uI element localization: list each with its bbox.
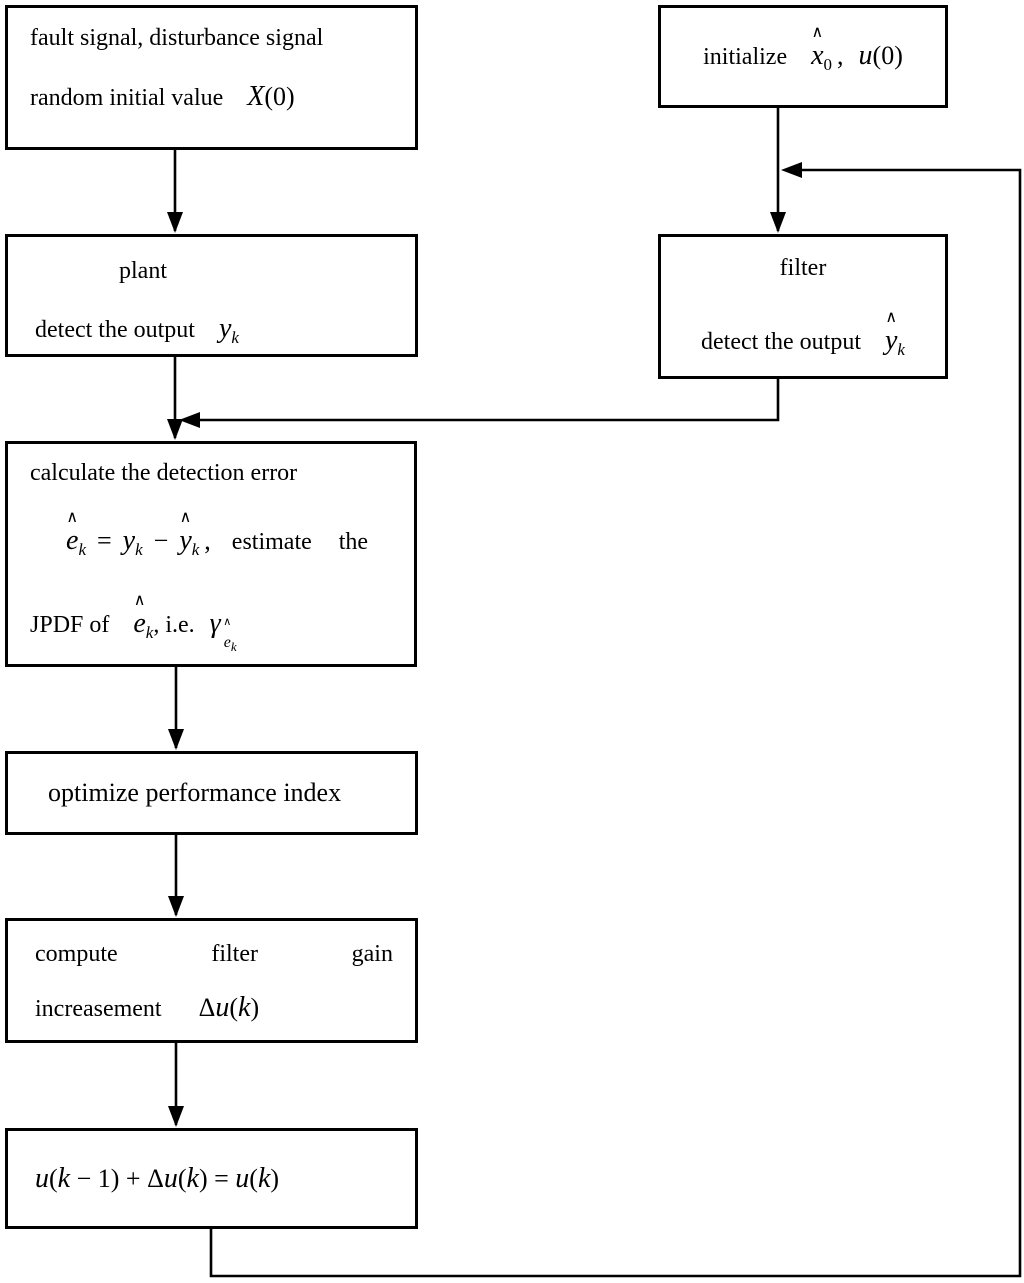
math-y-var: y xyxy=(122,525,136,556)
math-y-var: y xyxy=(884,325,898,356)
fault-line1: fault signal, disturbance signal xyxy=(30,25,324,51)
arrow-optimize-to-compute xyxy=(168,835,184,917)
math-y-sub: k xyxy=(897,339,905,359)
hat-accent-icon: ∧ xyxy=(811,24,824,42)
math-x-var: x xyxy=(811,40,824,72)
math-yhat-wrap: ∧y xyxy=(884,310,898,356)
initialize-line: initialize ∧x0, u(0) xyxy=(703,25,903,79)
equals-sign: = xyxy=(96,526,112,555)
optimize-label: optimize performance index xyxy=(48,778,342,807)
compute-line1: compute filter gain xyxy=(35,940,393,968)
box-detection-error: calculate the detection error ∧ek=yk−∧yk… xyxy=(5,441,417,667)
math-ehat-wrap: ∧e xyxy=(133,592,146,639)
math-gamma-sub: ∧ek xyxy=(223,616,237,661)
rparen: ) xyxy=(270,1163,280,1193)
math-u-var: u xyxy=(35,1162,49,1194)
box-fault-signal: fault signal, disturbance signal random … xyxy=(5,5,418,150)
math-e-sub: k xyxy=(145,622,154,642)
arrow-calculate-to-optimize xyxy=(168,667,184,750)
arrow-fault-to-plant xyxy=(167,150,183,233)
connector-filter-to-junction xyxy=(179,378,780,428)
comma: , xyxy=(837,41,844,71)
math-yhat-wrap: ∧y xyxy=(179,510,192,556)
fault-line2-text: random initial value xyxy=(30,85,224,111)
hat-accent-icon: ∧ xyxy=(223,615,232,628)
hat-accent-icon: ∧ xyxy=(885,309,898,326)
math-u-var: u xyxy=(235,1162,250,1194)
connector-feedback-loop xyxy=(209,162,1022,1278)
arrow-compute-to-update xyxy=(168,1043,184,1127)
box-filter-gain: compute filter gain increasement Δu(k) xyxy=(5,918,418,1043)
arrow-initialize-to-filter xyxy=(770,108,786,233)
calc-line1: calculate the detection error xyxy=(30,460,298,486)
compute-line2: increasement Δu(k) xyxy=(35,994,393,1023)
compute-line2-text: increasement xyxy=(35,996,162,1022)
filter-line2-text: detect the output xyxy=(701,329,861,355)
math-u-var: u xyxy=(215,992,230,1023)
calc-ie: , i.e. xyxy=(153,611,195,638)
calc-estimate: estimate xyxy=(231,529,312,555)
arrow-plant-to-calculate xyxy=(167,357,183,440)
lparen: ( xyxy=(49,1163,58,1193)
minus-sign: − xyxy=(153,526,169,555)
plant-line2: detect the output yk xyxy=(35,315,415,352)
math-ehat-small-wrap: ∧e xyxy=(223,616,231,657)
hat-accent-icon: ∧ xyxy=(179,509,192,526)
formula-mid2: ) = xyxy=(198,1163,236,1193)
lparen: ( xyxy=(177,1163,187,1193)
math-k-var: k xyxy=(257,1162,271,1194)
box-initialize: initialize ∧x0, u(0) xyxy=(658,5,948,108)
math-k-var: k xyxy=(186,1162,199,1194)
math-u-var: u xyxy=(163,1162,178,1194)
math-u-var: u xyxy=(858,40,873,72)
math-ehat-wrap: ∧e xyxy=(66,510,79,556)
box-update-gain: u(k − 1) + Δu(k) = u(k) xyxy=(5,1128,418,1229)
math-x-sub: 0 xyxy=(823,54,833,74)
math-x-hat-wrap: ∧x xyxy=(811,25,824,72)
math-delta-u: Δu(k) xyxy=(199,993,260,1022)
rparen: ) xyxy=(250,993,260,1022)
update-formula: u(k − 1) + Δu(k) = u(k) xyxy=(35,1162,280,1194)
math-X-arg: (0) xyxy=(264,82,295,111)
math-e-sub: k xyxy=(230,638,237,654)
fault-line2: random initial value X(0) xyxy=(30,83,415,112)
math-k-var: k xyxy=(57,1162,71,1194)
hat-accent-icon: ∧ xyxy=(133,591,146,609)
math-y-sub: k xyxy=(135,539,143,559)
box-plant: plant detect the output yk xyxy=(5,234,418,357)
box-optimize-index: optimize performance index xyxy=(5,751,418,835)
filter-line2: detect the output ∧yk xyxy=(661,310,945,364)
lparen: ( xyxy=(249,1163,258,1193)
plant-line2-text: detect the output xyxy=(35,317,195,343)
box-filter: filter detect the output ∧yk xyxy=(658,234,948,379)
initialize-label: initialize xyxy=(703,44,788,71)
math-k-var: k xyxy=(238,992,251,1023)
compute-word2: filter xyxy=(211,941,258,967)
math-u-arg: (0) xyxy=(872,41,903,71)
plant-title: plant xyxy=(119,258,167,284)
filter-title: filter xyxy=(779,255,827,281)
math-y-var: y xyxy=(218,313,232,344)
calc-line3: JPDF of ∧ek, i.e. γ∧ek xyxy=(30,592,398,654)
math-e-var: e xyxy=(223,633,231,651)
math-y-sub: k xyxy=(191,539,200,559)
math-e-var: e xyxy=(133,607,146,639)
math-y-var: y xyxy=(179,525,192,556)
lparen: ( xyxy=(229,993,239,1022)
delta-symbol: Δ xyxy=(198,993,216,1022)
math-y-sub: k xyxy=(231,327,239,347)
compute-word1: compute xyxy=(35,941,118,967)
math-e-sub: k xyxy=(78,539,86,559)
calc-line3-prefix: JPDF of xyxy=(30,611,110,638)
comma: , xyxy=(204,526,211,555)
calc-the: the xyxy=(338,529,369,555)
math-e-var: e xyxy=(66,525,79,556)
math-X-var: X xyxy=(247,81,265,112)
math-gamma: γ xyxy=(209,607,221,639)
compute-word3: gain xyxy=(351,941,393,967)
formula-mid1: − 1) + Δ xyxy=(70,1163,164,1193)
hat-accent-icon: ∧ xyxy=(66,509,79,526)
